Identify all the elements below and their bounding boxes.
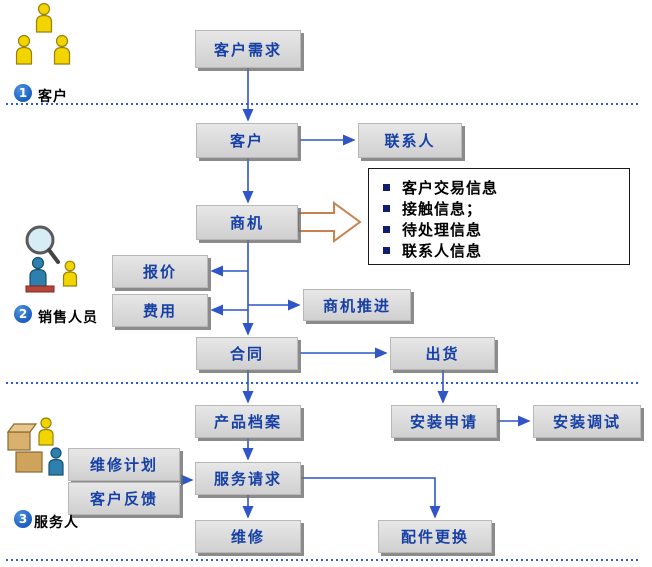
square-bullet-icon	[383, 184, 390, 191]
node-repair: 维修	[195, 520, 301, 553]
lane-3-badge: 3	[14, 510, 32, 528]
node-customer: 客户	[196, 123, 298, 158]
lane-3-label: 服务人	[34, 515, 79, 531]
lane-1-label: 客户	[38, 89, 68, 105]
square-bullet-icon	[383, 205, 390, 212]
node-expense: 费用	[112, 294, 208, 327]
callout-arrow	[297, 201, 362, 243]
info-item-text: 联系人信息	[402, 242, 483, 260]
node-opportunity-advance: 商机推进	[303, 289, 411, 321]
node-customer-feedback: 客户反馈	[68, 482, 180, 515]
node-opportunity: 商机	[196, 205, 298, 240]
info-item: 待处理信息	[383, 219, 621, 240]
info-item-text: 待处理信息	[402, 221, 483, 239]
lane-2-badge: 2	[14, 305, 32, 323]
node-contact: 联系人	[358, 123, 462, 158]
square-bullet-icon	[383, 247, 390, 254]
node-quote: 报价	[112, 255, 208, 288]
service-icon	[6, 417, 64, 476]
node-customer-demand: 客户需求	[195, 30, 301, 68]
node-shipment: 出货	[390, 337, 495, 370]
square-bullet-icon	[383, 226, 390, 233]
node-maintenance-plan: 维修计划	[68, 448, 180, 481]
info-item: 客户交易信息	[383, 177, 621, 198]
node-product-file: 产品档案	[195, 405, 301, 438]
node-contract: 合同	[196, 337, 298, 370]
customers-icon	[15, 2, 71, 65]
info-item-text: 客户交易信息	[402, 179, 499, 197]
arrow-service-request-to-parts	[301, 477, 441, 519]
sales-icon	[25, 225, 78, 293]
info-item: 接触信息；	[383, 198, 621, 219]
lane-2-label: 销售人员	[38, 310, 98, 326]
node-parts-replacement: 配件更换	[378, 520, 492, 553]
node-install-request: 安装申请	[391, 405, 497, 438]
node-service-request: 服务请求	[195, 462, 301, 495]
info-item: 联系人信息	[383, 240, 621, 261]
node-install-debug: 安装调试	[533, 405, 641, 438]
lane-1-badge: 1	[14, 84, 32, 102]
info-item-text: 接触信息；	[402, 200, 483, 218]
info-callout: 客户交易信息 接触信息； 待处理信息 联系人信息	[368, 168, 630, 265]
